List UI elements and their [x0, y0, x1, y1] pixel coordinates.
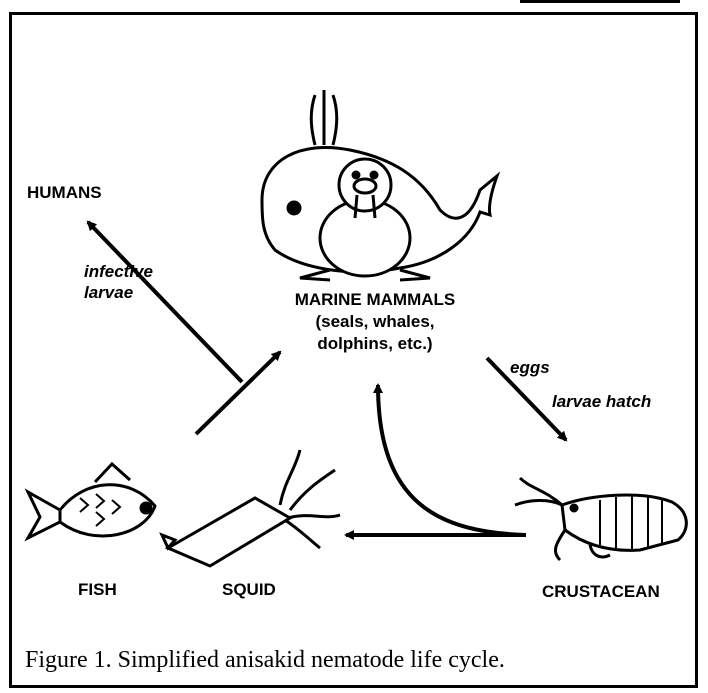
mammal-examples-line1: (seals, whales,	[270, 312, 480, 332]
arrow-fish-to-mammals	[196, 352, 280, 434]
larvae-hatch-label: larvae hatch	[552, 392, 651, 412]
larvae-label: larvae	[84, 283, 133, 303]
humans-label: HUMANS	[27, 183, 102, 203]
fish-icon	[28, 464, 155, 538]
squid-label: SQUID	[222, 580, 276, 600]
fish-label: FISH	[78, 580, 117, 600]
mammal-examples-line2: dolphins, etc.)	[270, 334, 480, 354]
eggs-label: eggs	[510, 358, 550, 378]
crustacean-icon	[515, 478, 686, 560]
figure-caption: Figure 1. Simplified anisakid nematode l…	[25, 646, 505, 674]
crustacean-label: CRUSTACEAN	[542, 582, 660, 602]
infective-label: infective	[84, 262, 153, 282]
arrow-crustacean-to-mammals	[378, 385, 526, 535]
marine-mammals-label: MARINE MAMMALS	[270, 290, 480, 310]
squid-icon	[162, 450, 340, 566]
